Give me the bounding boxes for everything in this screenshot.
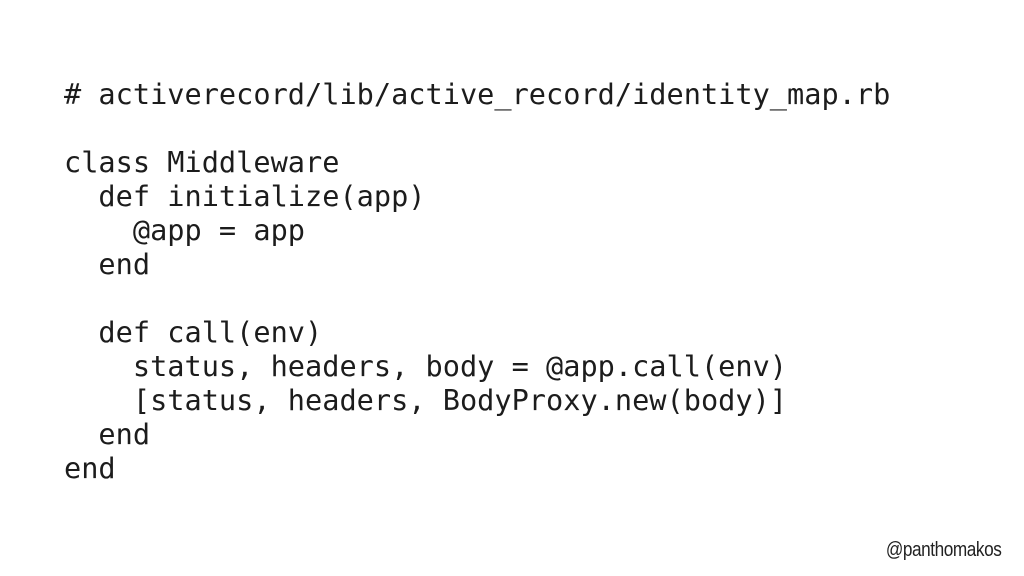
code-line-blank (64, 111, 890, 145)
code-line-assign-app: @app = app (64, 213, 306, 247)
code-line-comment: # activerecord/lib/active_record/identit… (64, 77, 891, 111)
code-line-app-call: status, headers, body = @app.call(env) (64, 349, 788, 383)
code-line-return-array: [status, headers, BodyProxy.new(body)] (64, 383, 788, 417)
code-line-blank (64, 281, 890, 315)
code-line-end-initialize: end (64, 247, 151, 281)
code-line-def-initialize: def initialize(app) (64, 179, 426, 213)
author-handle: @panthomakos (885, 539, 1001, 561)
code-block: # activerecord/lib/active_record/identit… (64, 77, 890, 485)
code-line-class: class Middleware (64, 145, 340, 179)
code-line-def-call: def call(env) (64, 315, 323, 349)
code-line-end-class: end (64, 451, 116, 485)
code-line-end-call: end (64, 417, 151, 451)
